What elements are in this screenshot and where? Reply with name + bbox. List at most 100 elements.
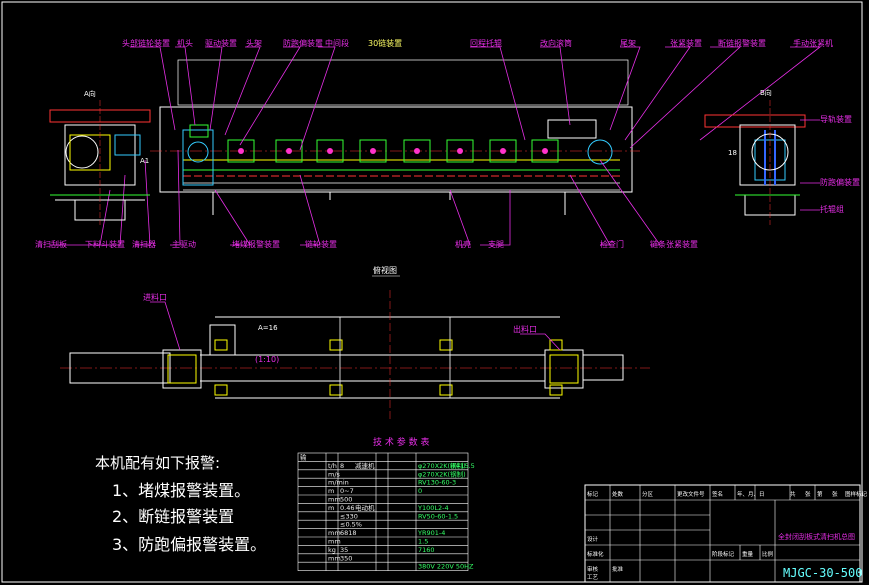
title-block-cell: 第 — [817, 490, 823, 498]
callout-casing: 机壳 — [455, 239, 471, 249]
spec-cell: YR901-4 — [417, 529, 445, 537]
elevation-view: A1 30链装置 — [140, 38, 640, 215]
spec-cell: φ270X2K(钢制) — [418, 469, 466, 478]
spec-cell: 350 — [340, 554, 352, 562]
spec-cell: 380V 220V 50HZ — [418, 563, 474, 571]
dim-18: 18 — [728, 149, 737, 157]
callout-cleaning-scraper: 清扫刮板 — [35, 239, 67, 249]
callout-leg: 支腿 — [488, 239, 504, 249]
drawing-name: 全封闭刮板式清扫机总图 — [778, 532, 855, 541]
title-block-cell: 签名 — [712, 490, 723, 498]
title-block-cell: 审核 — [587, 565, 599, 573]
callout-middle: 中间段 — [325, 38, 349, 48]
alarm-heading: 本机配有如下报警: — [95, 454, 220, 472]
spec-cell: φ270X2K(钢制) — [418, 461, 466, 470]
alarm-item-3: 3、防跑偏报警装置。 — [112, 535, 266, 554]
label-B: B向 — [760, 88, 772, 97]
title-block-cell: 更改文件号 — [677, 490, 705, 498]
spec-cell: 1.5 — [418, 538, 428, 546]
spec-cell: Y100L2-4 — [417, 504, 449, 512]
title-block-cell: 张 — [832, 490, 838, 498]
callout-block-alarm: 堵煤报警装置 — [232, 239, 280, 249]
title-block: 标记 处数 分区 更改文件号签名 年、月、日设计标准化审核工艺 批准 阶段标记重量比例 共 张 第… — [584, 484, 868, 583]
spec-cell: mm — [328, 496, 341, 504]
title-block-cell: 设计 — [587, 535, 599, 543]
alarm-item-2: 2、断链报警装置 — [112, 507, 234, 526]
callout-bend-pulley: 改向滚筒 — [540, 38, 572, 48]
title-block-cell: 处数 — [612, 490, 624, 498]
callouts-right: 导轨装置 防跑偏装置 托辊组 — [800, 114, 860, 214]
title-block-cell: 共 — [790, 490, 796, 498]
plan-note-outlet: 出料口 — [513, 324, 537, 334]
title-block-cell: 分区 — [642, 490, 654, 498]
callout-inspection-door: 检查门 — [600, 239, 624, 249]
callout-guide: 导轨装置 — [820, 114, 852, 124]
spec-cell: ≤0.5% — [340, 521, 362, 529]
callouts-top: 头部链轮装置 机头 驱动装置 头架 防跑偏装置 中间段 回程托辊 改向滚筒 尾架… — [122, 38, 833, 48]
spec-cell: 0~7 — [340, 487, 354, 495]
drawing-model: MJGC-30-500 — [783, 566, 862, 580]
title-block-cell: 批准 — [612, 565, 624, 573]
spec-cell: m/min — [328, 479, 349, 487]
spec-cell: H=15.5 — [450, 462, 475, 470]
spec-cell: RV130-60-3 — [418, 479, 456, 487]
plan-note-dim: A=16 — [258, 324, 278, 332]
callout-sprocket: 链轮装置 — [305, 239, 337, 249]
side-view-B: B向 18 — [704, 88, 806, 225]
label-A: A向 — [84, 89, 96, 98]
spec-table-title: 技 术 参 数 表 — [373, 436, 429, 448]
leader-lines — [50, 46, 822, 246]
scale-label: 30链装置 — [368, 38, 402, 48]
callout-chain-tension: 链条张紧装置 — [650, 239, 698, 249]
spec-cell: 电动机 — [355, 503, 375, 512]
plan-note-inlet: 进料口 — [143, 292, 167, 302]
spec-cell: mm — [328, 538, 341, 546]
spec-cell: 7160 — [418, 546, 435, 554]
alarm-notes: 本机配有如下报警: 1、堵煤报警装置。 2、断链报警装置 3、防跑偏报警装置。 — [95, 454, 266, 554]
callouts-bottom: 清扫刮板 下料斗装置 清扫器 主驱动 堵煤报警装置 链轮装置 机壳 支腿 检查门… — [35, 239, 698, 249]
title-block-cell: 标准化 — [587, 550, 604, 558]
spec-cell: m — [328, 487, 334, 495]
callout-head: 机头 — [177, 38, 193, 48]
callout-idler-group: 托辊组 — [820, 204, 844, 214]
spec-cell: 500 — [340, 496, 352, 504]
spec-cell: 0 — [418, 487, 422, 495]
title-block-cell: 标记 — [587, 490, 599, 498]
spec-cell: 6818 — [340, 529, 357, 537]
spec-cell: mm — [328, 554, 341, 562]
alarm-item-1: 1、堵煤报警装置。 — [112, 481, 250, 500]
callout-tail-frame: 尾架 — [620, 39, 636, 48]
spec-cell: m — [328, 504, 334, 512]
plan-view: 俯视图 进料口 A=16 出料口 (1:10) — [60, 265, 650, 420]
spec-cell: 输 — [300, 453, 307, 462]
callout-broken-chain: 断链报警装置 — [718, 38, 766, 48]
callout-head-frame: 头架 — [246, 38, 262, 48]
callout-anti-dev-right: 防跑偏装置 — [820, 177, 860, 187]
spec-cell: m/s — [328, 470, 341, 478]
spec-cell: 减速机 — [355, 461, 375, 470]
callout-cleaner: 清扫器 — [132, 239, 156, 249]
callout-main-drive: 主驱动 — [172, 239, 196, 249]
callout-drive: 驱动装置 — [205, 38, 237, 48]
callout-return-idler: 回程托辊 — [470, 38, 502, 48]
plan-title: 俯视图 — [373, 265, 397, 275]
title-block-cell: 重量 — [742, 550, 754, 558]
spec-cell: 8 — [340, 462, 344, 470]
spec-cell: t/h — [328, 462, 337, 470]
title-block-cell: 比例 — [762, 550, 774, 558]
plan-note-scale: (1:10) — [255, 355, 279, 364]
spec-cell: mm — [328, 529, 341, 537]
title-block-cell: 工艺 — [587, 574, 599, 581]
side-view-A: A向 — [49, 89, 151, 225]
title-block-cell: 年、月、日 — [737, 490, 765, 498]
spec-cell: 35 — [340, 546, 348, 554]
title-block-cell: 图样标记 — [845, 490, 868, 498]
title-block-cell: 阶段标记 — [712, 550, 735, 558]
spec-cell: kg — [328, 546, 336, 554]
spec-cell: 0.46 — [340, 504, 354, 512]
scraper-blocks — [227, 139, 559, 163]
callout-tensioner: 张紧装置 — [670, 38, 702, 48]
